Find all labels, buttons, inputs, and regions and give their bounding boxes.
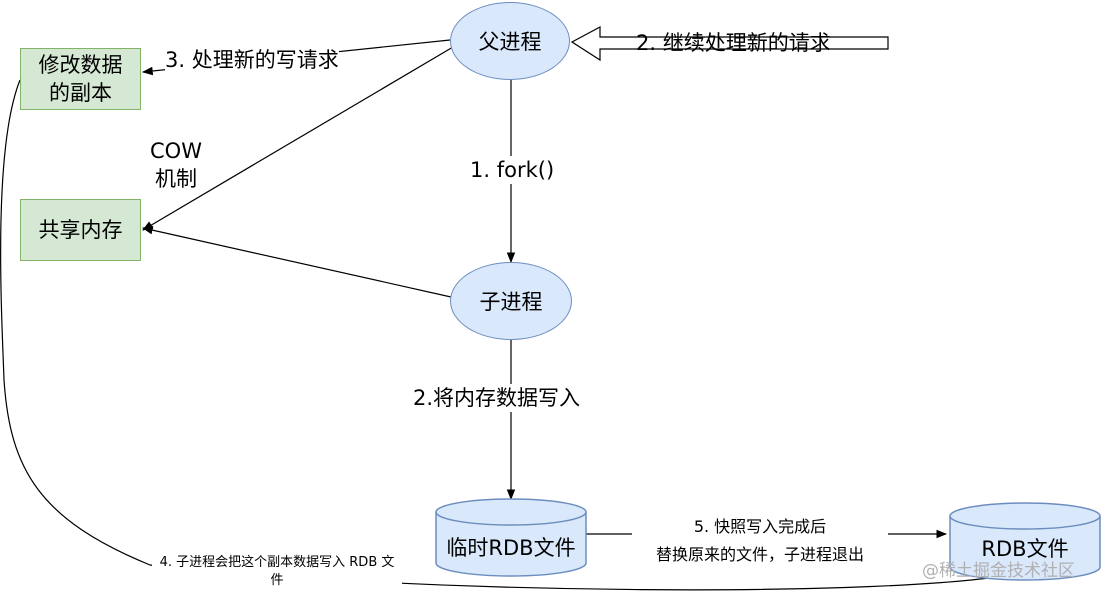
child-process-label: 子进程: [479, 290, 543, 314]
child-shared-memory-arrow: [141, 225, 452, 298]
cow-label-line1: COW: [150, 139, 202, 163]
request-hollow-arrow: [570, 25, 889, 62]
temp-rdb-cylinder: [435, 498, 587, 577]
write-memory-data-label: 2.将内存数据写入: [413, 384, 581, 412]
handle-write-requests-label: 3. 处理新的写请求: [165, 46, 339, 74]
write-copy-to-rdb-label: 4. 子进程会把这个副本数据写入 RDB 文 件: [152, 554, 402, 590]
modify-copy-box: 修改数据 的副本: [20, 48, 141, 110]
rdb-file-label: RDB文件: [981, 537, 1069, 561]
parent-process-label: 父进程: [478, 30, 542, 54]
snapshot-done-line1: 5. 快照写入完成后: [693, 517, 827, 536]
snapshot-done-label: 5. 快照写入完成后 替换原来的文件，子进程退出: [632, 513, 888, 569]
write-copy-to-rdb-line1: 4. 子进程会把这个副本数据写入 RDB 文: [159, 555, 395, 570]
modify-copy-label-line2: 的副本: [49, 81, 112, 105]
watermark: @稀土掘金技术社区: [922, 561, 1075, 581]
cow-label: COW 机制: [150, 137, 202, 193]
shared-memory-box: 共享内存: [20, 199, 141, 261]
temp-rdb-label: 临时RDB文件: [446, 536, 576, 560]
cow-label-line2: 机制: [154, 167, 197, 191]
modify-copy-label-line1: 修改数据: [38, 53, 123, 77]
write-copy-to-rdb-line2: 件: [270, 573, 284, 588]
shared-memory-label: 共享内存: [38, 218, 123, 242]
continue-requests-label: 2. 继续处理新的请求: [636, 31, 831, 55]
fork-label: 1. fork(): [470, 156, 555, 184]
rdb-cylinder: [949, 502, 1101, 581]
parent-process-node: 父进程: [450, 2, 570, 80]
parent-shared-memory-arrow: [142, 46, 454, 231]
snapshot-done-line2: 替换原来的文件，子进程退出: [655, 545, 864, 564]
child-process-node: 子进程: [450, 262, 572, 340]
